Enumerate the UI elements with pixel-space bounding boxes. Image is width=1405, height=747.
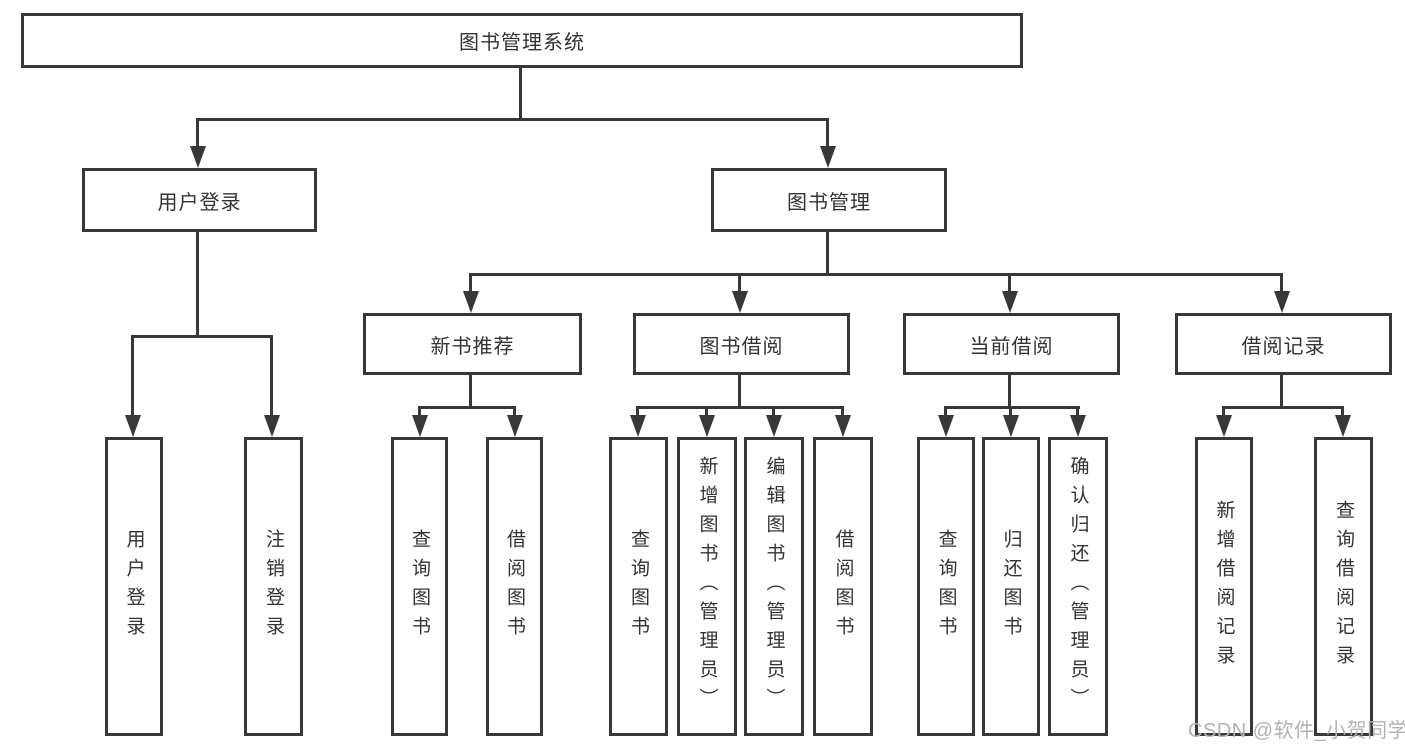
connector-line [131, 335, 134, 419]
connector-line [196, 232, 199, 338]
leaf-borrow-books-1: 借阅图书 [486, 437, 543, 736]
arrow-down-icon [463, 291, 479, 313]
csdn-watermark: CSDN @软件_小贺同学 [1188, 720, 1405, 742]
connector-line [738, 375, 741, 409]
connector-line [418, 406, 421, 420]
connector-line [1008, 273, 1011, 299]
node-current-borrowing: 当前借阅 [903, 313, 1120, 375]
node-user-login: 用户登录 [82, 168, 317, 232]
node-new-book-recommendation: 新书推荐 [363, 313, 582, 375]
arrow-down-icon [1216, 415, 1232, 437]
connector-line [826, 232, 829, 276]
connector-line [418, 406, 516, 409]
arrow-down-icon [820, 146, 836, 168]
leaf-query-borrow-record: 查询借阅记录 [1314, 437, 1373, 736]
connector-line [469, 273, 472, 299]
connector-line [705, 406, 708, 420]
connector-line [519, 68, 522, 121]
arrow-down-icon [835, 415, 851, 437]
connector-line [636, 406, 639, 420]
node-book-borrowing: 图书借阅 [633, 313, 850, 375]
node-book-management: 图书管理 [711, 168, 947, 232]
connector-line [1222, 406, 1344, 409]
connector-line [841, 406, 844, 420]
arrow-down-icon [412, 415, 428, 437]
leaf-query-books-1: 查询图书 [391, 437, 448, 736]
connector-line [469, 375, 472, 409]
connector-line [772, 406, 775, 420]
arrow-down-icon [630, 415, 646, 437]
leaf-borrow-books-2: 借阅图书 [813, 437, 873, 736]
arrow-down-icon [938, 415, 954, 437]
connector-line [944, 406, 1080, 409]
arrow-down-icon [190, 146, 206, 168]
arrow-down-icon [507, 415, 523, 437]
node-library-system: 图书管理系统 [21, 13, 1023, 68]
arrow-down-icon [1335, 415, 1351, 437]
leaf-add-books-admin: 新增图书（管理员） [677, 437, 737, 736]
connector-line [196, 118, 829, 121]
arrow-down-icon [1003, 415, 1019, 437]
leaf-user-login: 用户登录 [105, 437, 163, 736]
arrow-down-icon [699, 415, 715, 437]
connector-line [1076, 406, 1079, 420]
arrow-down-icon [264, 415, 280, 437]
connector-line [944, 406, 947, 420]
connector-line [1222, 406, 1225, 420]
connector-line [738, 273, 741, 299]
arrow-down-icon [766, 415, 782, 437]
connector-line [196, 118, 199, 152]
connector-line [1008, 375, 1011, 409]
connector-line [513, 406, 516, 420]
leaf-query-books-2: 查询图书 [609, 437, 668, 736]
arrow-down-icon [732, 291, 748, 313]
connector-line [826, 118, 829, 152]
leaf-logout: 注销登录 [244, 437, 303, 736]
leaf-return-books: 归还图书 [982, 437, 1040, 736]
leaf-confirm-return-admin: 确认归还（管理员） [1048, 437, 1108, 736]
node-borrowing-records: 借阅记录 [1175, 313, 1392, 375]
connector-line [1280, 375, 1283, 409]
arrow-down-icon [1070, 415, 1086, 437]
connector-line [636, 406, 844, 409]
arrow-down-icon [125, 415, 141, 437]
connector-line [1009, 406, 1012, 420]
leaf-query-books-3: 查询图书 [917, 437, 975, 736]
connector-line [1280, 273, 1283, 299]
connector-line [131, 335, 273, 338]
leaf-add-borrow-record: 新增借阅记录 [1195, 437, 1253, 736]
connector-line [270, 335, 273, 419]
arrow-down-icon [1274, 291, 1290, 313]
connector-line [469, 273, 1283, 276]
leaf-edit-books-admin: 编辑图书（管理员） [744, 437, 804, 736]
arrow-down-icon [1002, 291, 1018, 313]
connector-line [1341, 406, 1344, 420]
